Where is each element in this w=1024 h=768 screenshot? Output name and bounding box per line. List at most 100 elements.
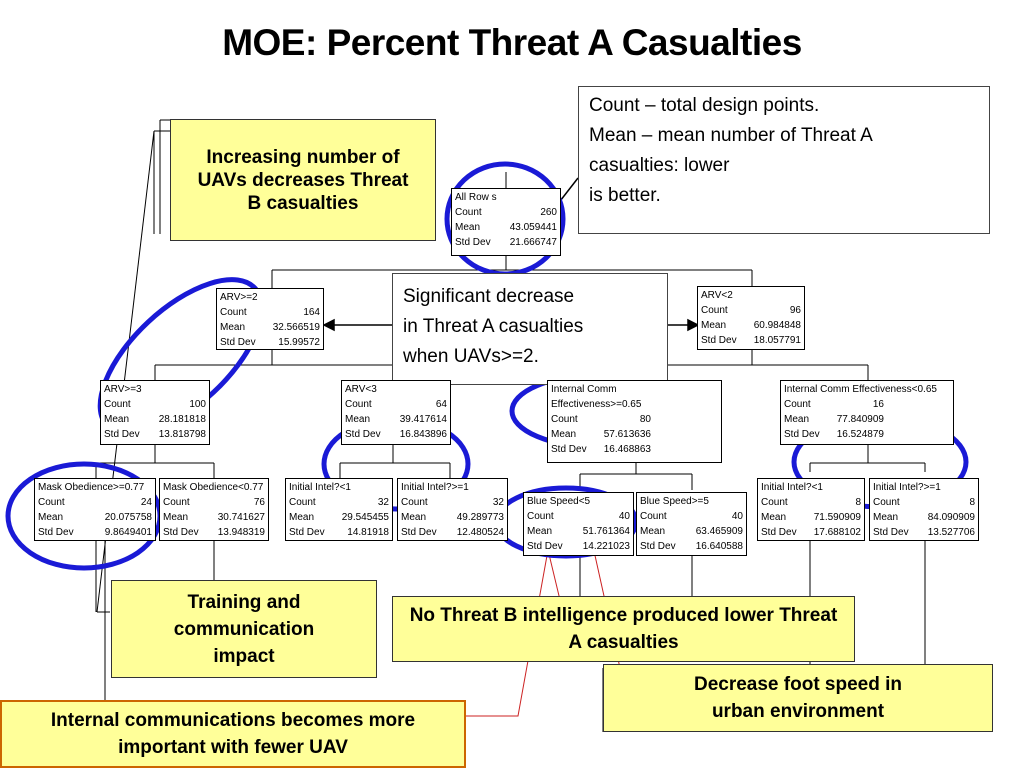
count-label: Count <box>163 497 190 508</box>
count-value: 76 <box>253 497 265 508</box>
callout-foot: Decrease foot speed in urban environment <box>603 664 993 732</box>
legend-note-line: is better. <box>589 185 661 206</box>
count-label: Count <box>345 399 372 410</box>
mean-value: 39.417614 <box>399 414 447 425</box>
mean-label: Mean <box>873 512 899 523</box>
count-label: Count <box>455 207 482 218</box>
mean-label: Mean <box>163 512 189 523</box>
callout-comms-text: Internal communications becomes more imp… <box>50 710 416 758</box>
callout-training: Training and communication impact <box>111 580 377 678</box>
mean-value: 84.090909 <box>927 512 975 523</box>
count-value: 96 <box>789 305 801 316</box>
node-count-row: Count 40 <box>640 509 743 524</box>
mean-value: 77.840909 <box>836 414 884 425</box>
count-label: Count <box>38 497 65 508</box>
callout-intel-text: No Threat B intelligence produced lower … <box>409 605 838 653</box>
count-label: Count <box>289 497 316 508</box>
count-label: Count <box>701 305 728 316</box>
mean-label: Mean <box>289 512 315 523</box>
mean-value: 43.059441 <box>509 222 557 233</box>
std-label: Std Dev <box>761 527 797 538</box>
count-value: 100 <box>189 399 206 410</box>
count-value: 8 <box>855 497 861 508</box>
std-label: Std Dev <box>551 444 587 455</box>
mean-label: Mean <box>455 222 481 233</box>
split-note: Significant decrease in Threat A casualt… <box>392 273 668 385</box>
std-value: 16.468863 <box>603 444 651 455</box>
node-title: ARV<3 <box>345 384 377 395</box>
count-label: Count <box>220 307 247 318</box>
node-title: Internal Comm Effectiveness>=0.65 <box>551 384 642 410</box>
callout-comms: Internal communications becomes more imp… <box>0 700 466 768</box>
std-label: Std Dev <box>640 541 676 552</box>
count-label: Count <box>104 399 131 410</box>
node-mean-row: Mean 84.090909 <box>873 510 975 525</box>
count-value: 32 <box>377 497 389 508</box>
std-value: 14.221023 <box>582 541 630 552</box>
node-count-row: Count 96 <box>701 303 801 318</box>
std-label: Std Dev <box>289 527 325 538</box>
std-label: Std Dev <box>104 429 140 440</box>
node-count-row: Count 32 <box>289 495 389 510</box>
node-mean-row: Mean 43.059441 <box>455 220 557 235</box>
mean-value: 29.545455 <box>341 512 389 523</box>
node-title: Initial Intel?>=1 <box>873 482 941 493</box>
std-value: 13.948319 <box>217 527 265 538</box>
count-value: 32 <box>492 497 504 508</box>
count-value: 40 <box>731 511 743 522</box>
mean-label: Mean <box>104 414 130 425</box>
node-title: Blue Speed<5 <box>527 496 591 507</box>
node-title: Mask Obedience>=0.77 <box>38 482 145 493</box>
mean-label: Mean <box>761 512 787 523</box>
mean-value: 49.289773 <box>456 512 504 523</box>
node-count-row: Count 164 <box>220 305 320 320</box>
node-count-row: Count 76 <box>163 495 265 510</box>
std-value: 12.480524 <box>456 527 504 538</box>
std-value: 21.666747 <box>509 237 557 248</box>
std-label: Std Dev <box>345 429 381 440</box>
mean-label: Mean <box>345 414 371 425</box>
split-note-line: when UAVs>=2. <box>403 346 539 367</box>
mean-value: 60.984848 <box>753 320 801 331</box>
std-label: Std Dev <box>873 527 909 538</box>
count-label: Count <box>640 511 667 522</box>
mean-value: 30.741627 <box>217 512 265 523</box>
node-mean-row: Mean 60.984848 <box>701 318 801 333</box>
mean-value: 57.613636 <box>603 429 651 440</box>
node-title: Internal Comm Effectiveness<0.65 <box>784 384 937 395</box>
std-value: 18.057791 <box>753 335 801 346</box>
mean-label: Mean <box>401 512 427 523</box>
count-value: 164 <box>303 307 320 318</box>
mean-label: Mean <box>701 320 727 331</box>
mean-label: Mean <box>38 512 64 523</box>
count-label: Count <box>761 497 788 508</box>
